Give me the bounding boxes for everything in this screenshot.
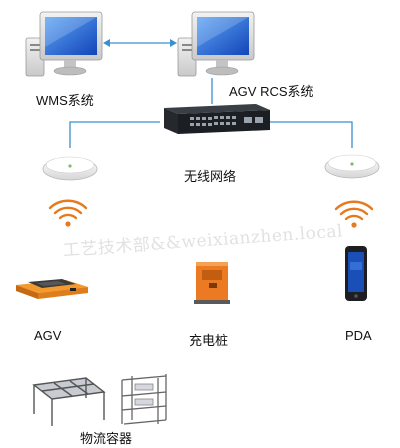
wireless-access-point-left-icon: [42, 156, 98, 181]
wireless-access-point-right-icon: [324, 154, 380, 179]
wms-computer-icon: [25, 11, 103, 77]
agv-rcs-computer-icon: [177, 11, 255, 77]
wms-label: WMS系统: [36, 93, 94, 108]
pda-handheld-icon: [345, 246, 367, 301]
charging-station-icon: [194, 262, 230, 304]
wifi-signal-right-icon: [334, 200, 374, 228]
agv-rcs-label: AGV RCS系统: [229, 84, 314, 99]
switch-ports: [190, 116, 263, 126]
agv-robot-icon: [16, 279, 88, 299]
wifi-signal-left-icon: [48, 199, 88, 227]
shelf-rack-tall-icon: [121, 374, 167, 425]
agv-label: AGV: [34, 328, 62, 343]
switch-right-ap-link: [268, 121, 353, 148]
connection-lines: [69, 39, 353, 148]
containers-label: 物流容器: [80, 431, 133, 446]
network-switch-icon: [164, 104, 270, 134]
charger-label: 充电桩: [189, 333, 229, 348]
wireless-network-label: 无线网络: [184, 169, 237, 184]
switch-left-ap-link: [69, 121, 160, 148]
shelf-rack-flat-icon: [32, 377, 106, 426]
pda-label: PDA: [345, 328, 372, 343]
